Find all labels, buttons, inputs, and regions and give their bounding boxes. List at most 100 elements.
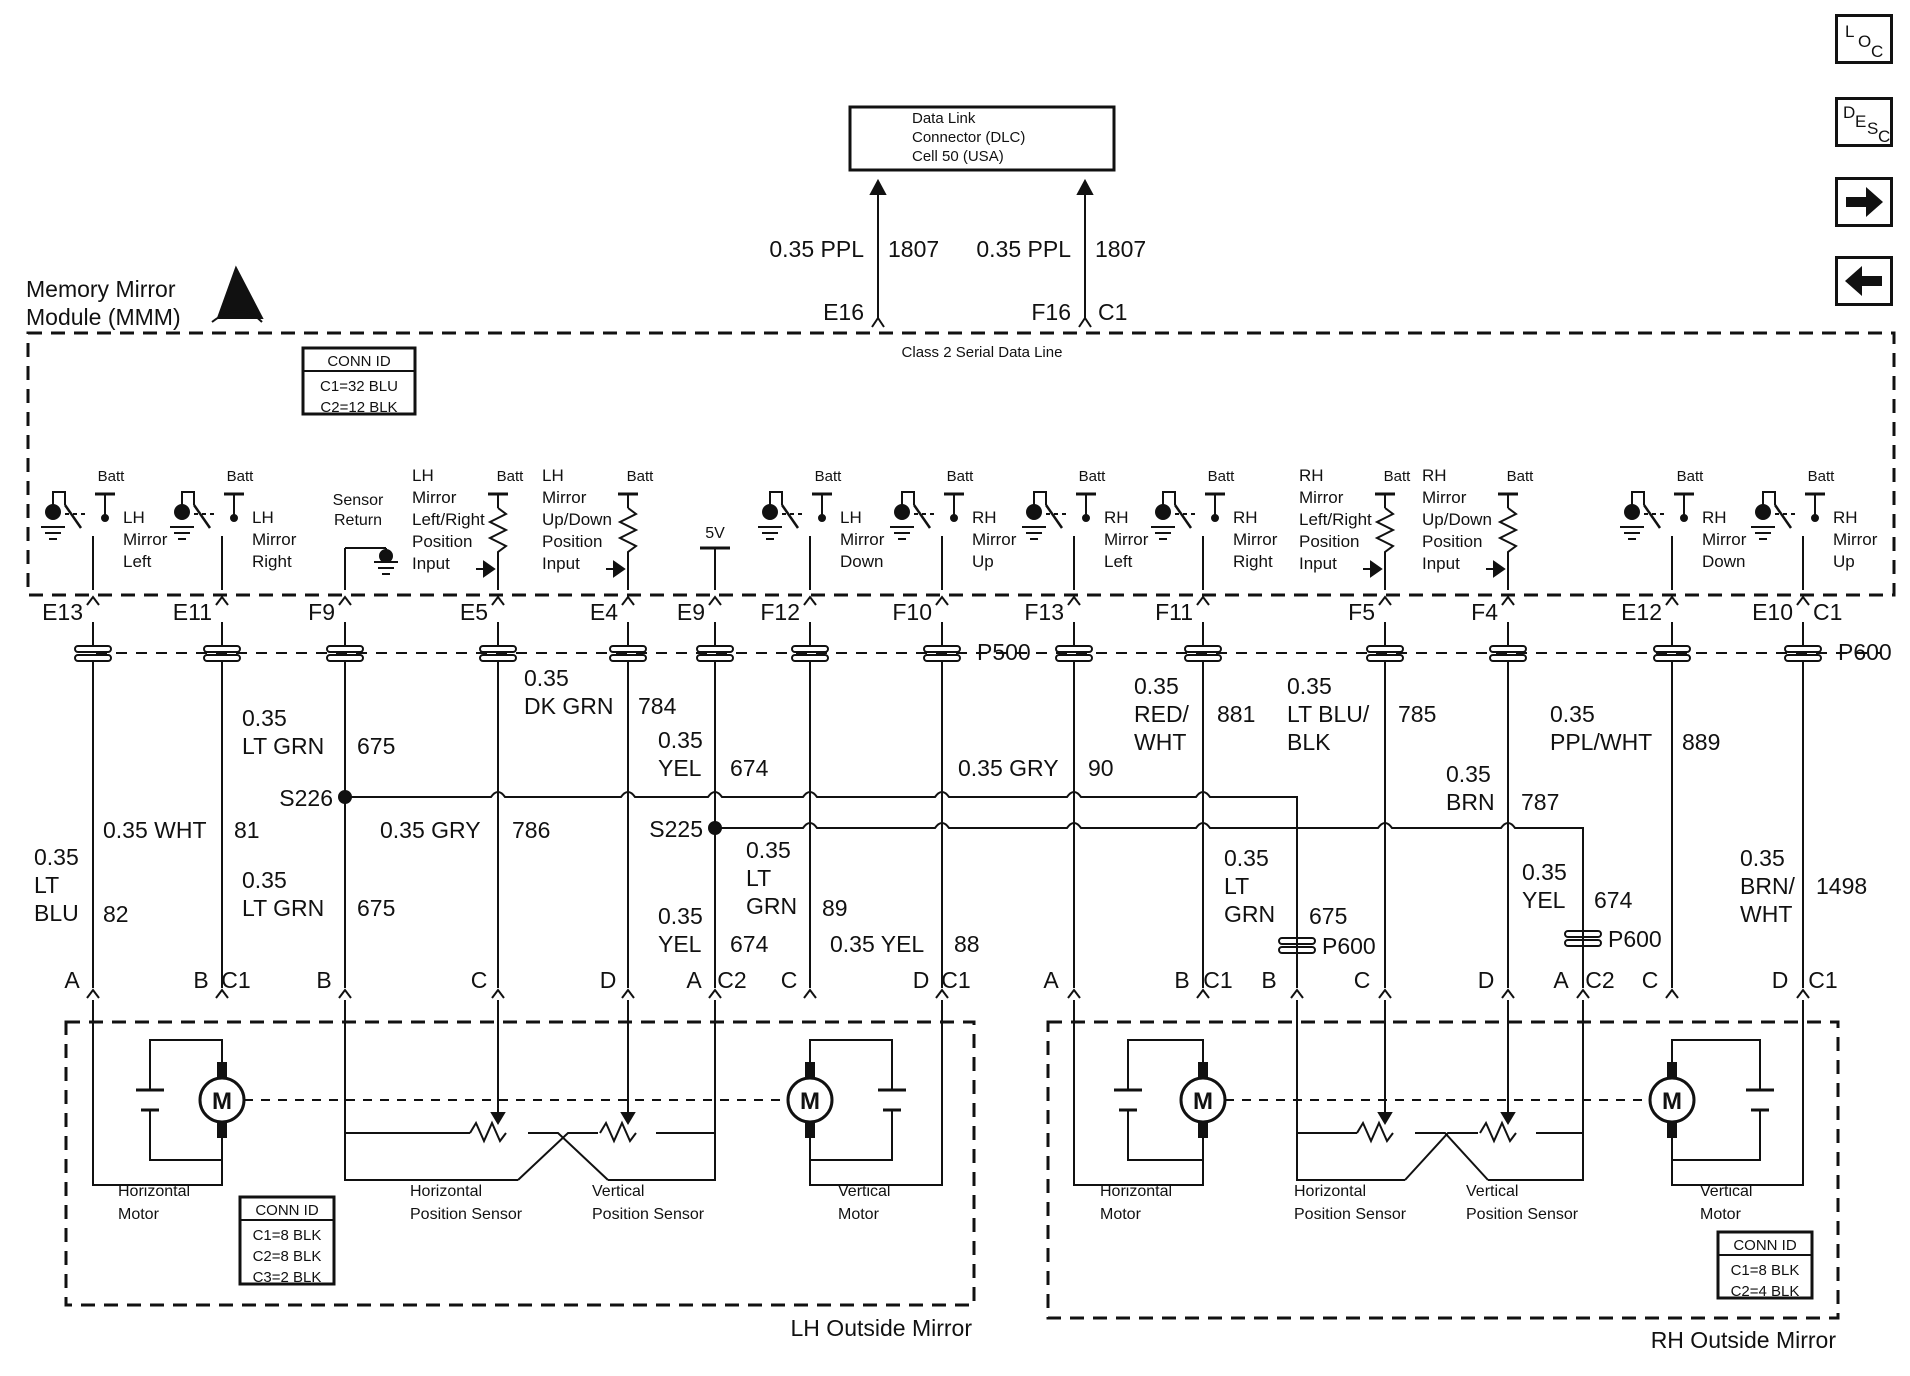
wire-line	[192, 504, 212, 529]
wire-circuit-label: 889	[1682, 729, 1720, 755]
wire-line	[912, 504, 932, 529]
wire-line	[1415, 1132, 1489, 1181]
pin-label: E4	[590, 599, 618, 625]
wire-color-label: LT BLU/	[1287, 701, 1370, 727]
batt-label: Batt	[98, 468, 126, 485]
pin-label: C	[1642, 967, 1659, 993]
conn-id-header: CONN ID	[1733, 1237, 1797, 1254]
switch-label: RH	[972, 508, 997, 527]
connector-chevron-icon	[86, 988, 100, 999]
desc-button[interactable]: D E S C	[1835, 97, 1893, 147]
component-label: Position Sensor	[592, 1206, 705, 1223]
switch-label: Mirror	[1833, 530, 1878, 549]
wire-line	[1044, 504, 1064, 529]
inline-connector-icon	[203, 645, 241, 653]
input-label: Left/Right	[1299, 510, 1372, 529]
batt-label: Batt	[1384, 468, 1412, 485]
ground-icon	[1755, 504, 1771, 520]
wire-color-label: 0.35	[1550, 701, 1595, 727]
switch-label: Down	[840, 552, 883, 571]
inline-connector-icon	[1784, 654, 1822, 662]
pin-label: C1	[1808, 967, 1837, 993]
motor-label: M	[1193, 1088, 1213, 1115]
wire-line	[901, 491, 915, 505]
pin-label: F5	[1348, 599, 1375, 625]
class2-label: Class 2 Serial Data Line	[902, 344, 1063, 361]
inline-connector-icon	[1278, 946, 1316, 954]
loc-letter: O	[1858, 32, 1872, 51]
wire-line	[1033, 491, 1047, 505]
wire-line	[1631, 491, 1645, 505]
inline-connector-icon	[1184, 654, 1222, 662]
inline-connector-icon	[1489, 645, 1527, 653]
contact-dot	[101, 514, 109, 522]
wire-circuit-label: 787	[1521, 789, 1559, 815]
batt-label: Batt	[497, 468, 525, 485]
wire-color-label: BRN	[1446, 789, 1495, 815]
switch-label: Down	[1702, 552, 1745, 571]
pin-label: B	[1174, 967, 1189, 993]
pin-label: C1	[941, 967, 970, 993]
pin-label: E16	[823, 299, 864, 325]
next-button[interactable]	[1835, 177, 1893, 227]
connector-chevron-icon	[215, 988, 229, 999]
component-label: Horizontal	[1294, 1183, 1366, 1200]
wire-color-label: 0.35	[1224, 845, 1269, 871]
connector-chevron-icon	[491, 595, 505, 606]
pin-label: C	[1354, 967, 1371, 993]
arrowhead-icon	[1500, 1112, 1516, 1125]
connector-label: P600	[1608, 926, 1662, 952]
component-label: Position Sensor	[410, 1206, 523, 1223]
connector-chevron-icon	[1290, 988, 1304, 999]
switch-label: Mirror	[123, 530, 168, 549]
wire-line	[517, 1132, 598, 1181]
wire-color-label: PPL/WHT	[1550, 729, 1652, 755]
input-label: LH	[542, 466, 564, 485]
contact-dot	[950, 514, 958, 522]
pin-label: F13	[1024, 599, 1064, 625]
inline-connector-icon	[479, 654, 517, 662]
pin-label: E9	[677, 599, 705, 625]
wire-color-label: 0.35	[1134, 673, 1179, 699]
wire-color-label: 0.35 WHT	[103, 817, 207, 843]
ground-icon	[379, 549, 393, 563]
switch-label: RH	[1833, 508, 1858, 527]
mirror-title: RH Outside Mirror	[1651, 1327, 1837, 1353]
wire-color-label: BRN/	[1740, 873, 1796, 899]
switch-label: Left	[1104, 552, 1133, 571]
wire-color-label: 0.35 GRY	[380, 817, 481, 843]
resistor-icon	[1356, 1120, 1394, 1144]
wire-color-label: WHT	[1740, 901, 1792, 927]
sensor-return-label: Sensor	[333, 492, 384, 509]
switch-label: Mirror	[840, 530, 885, 549]
wire-line	[149, 1039, 223, 1090]
arrowhead-icon	[1493, 560, 1506, 578]
pin-label: C1	[1203, 967, 1232, 993]
wire-circuit-label: 674	[730, 755, 769, 781]
wire-line	[1127, 1039, 1204, 1090]
prev-button[interactable]	[1835, 256, 1893, 306]
connector-chevron-icon	[1067, 988, 1081, 999]
conn-id-header: CONN ID	[327, 353, 391, 370]
dlc-label: Cell 50 (USA)	[912, 148, 1004, 165]
loc-button[interactable]: L O C	[1835, 14, 1893, 64]
batt-label: Batt	[1507, 468, 1535, 485]
ground-icon	[1155, 504, 1171, 520]
wire-circuit-label: 674	[1594, 887, 1633, 913]
wire-circuit-label: 1807	[888, 236, 939, 262]
dlc-label: Data Link	[912, 110, 976, 127]
connector-chevron-icon	[621, 988, 635, 999]
switch-label: Mirror	[972, 530, 1017, 549]
connector-label: P600	[1322, 933, 1376, 959]
connector-chevron-icon	[1378, 988, 1392, 999]
pin-label: E13	[42, 599, 83, 625]
input-label: Mirror	[1422, 488, 1467, 507]
contact-dot	[1811, 514, 1819, 522]
inline-connector-icon	[696, 645, 734, 653]
inline-connector-icon	[203, 654, 241, 662]
wire-color-label: LT GRN	[242, 895, 324, 921]
arrow-left-icon	[1845, 266, 1882, 296]
arrowhead-icon	[620, 1112, 636, 1125]
connector-chevron-icon	[708, 595, 722, 606]
wire-path	[715, 822, 1584, 988]
